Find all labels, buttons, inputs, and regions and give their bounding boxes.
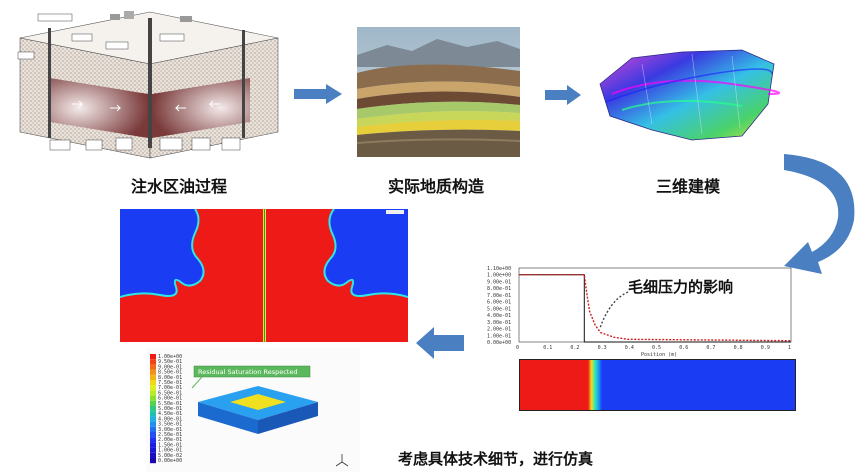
legend-value: 7.50e-01 xyxy=(158,380,182,386)
legend-value: 5.50e-01 xyxy=(158,401,182,407)
residual-label: Residual Saturation Respected xyxy=(198,368,297,376)
legend-swatch xyxy=(150,374,156,380)
residual-label-box xyxy=(193,365,311,378)
legend-value: 1.00e+00 xyxy=(158,354,182,360)
x-tick-label: 0.1 xyxy=(543,345,552,351)
legend-swatch xyxy=(150,447,156,453)
geology-photo xyxy=(357,27,520,157)
caption-actual-geology: 实际地质构造 xyxy=(388,177,485,196)
x-axis-label: Position (m) xyxy=(641,352,677,358)
x-tick-label: 0.9 xyxy=(761,345,770,351)
slab-side xyxy=(258,402,318,434)
legend-swatch xyxy=(150,458,156,464)
x-tick-label: 0.5 xyxy=(652,345,661,351)
legend-value: 7.00e-01 xyxy=(158,385,182,391)
legend-swatch xyxy=(150,437,156,443)
legend-value: 6.00e-01 xyxy=(158,396,182,402)
x-tick-label: 0.4 xyxy=(625,345,634,351)
x-tick-label: 0.2 xyxy=(570,345,579,351)
legend-value: 4.50e-01 xyxy=(158,411,182,417)
simulation-image xyxy=(119,208,409,342)
legend-value: 8.50e-01 xyxy=(158,370,182,376)
caption-consider-details: 考虑具体技术细节，进行仿真 xyxy=(398,450,594,468)
legend-value: 0.00e+00 xyxy=(158,458,182,464)
legend-swatch xyxy=(150,426,156,432)
legend-value: 3.50e-01 xyxy=(158,422,182,428)
y-tick-label: 4.00e-01 xyxy=(487,313,511,319)
legend-swatch xyxy=(150,452,156,458)
y-tick-label: 7.00e-01 xyxy=(487,293,511,299)
y-tick-label: 2.00e-01 xyxy=(487,327,511,333)
legend-swatch xyxy=(150,354,156,360)
legend-swatch xyxy=(150,400,156,406)
annotation-pointer-icon xyxy=(594,290,630,338)
y-tick-label: 1.00e+00 xyxy=(487,273,511,279)
caption-water-flooding: 注水区油过程 xyxy=(131,177,228,196)
legend-value: 2.00e-01 xyxy=(158,437,182,443)
x-tick-label: 0.6 xyxy=(679,345,688,351)
y-tick-label: 8.00e-01 xyxy=(487,286,511,292)
legend-value: 4.00e-01 xyxy=(158,416,182,422)
legend-swatch xyxy=(150,380,156,386)
slab-side xyxy=(198,402,258,434)
legend-swatch xyxy=(150,421,156,427)
axis-triad-icon xyxy=(335,454,349,467)
legend-swatch xyxy=(150,364,156,370)
y-tick-label: 1.00e-01 xyxy=(487,333,511,339)
legend-value: 1.50e-01 xyxy=(158,442,182,448)
residual-zone xyxy=(230,394,286,410)
legend-value: 3.00e-01 xyxy=(158,427,182,433)
x-tick-label: 0.7 xyxy=(706,345,715,351)
caption-3d-modeling: 三维建模 xyxy=(656,177,721,196)
legend-swatch xyxy=(150,369,156,375)
legend-swatch xyxy=(150,359,156,365)
legend-value: 2.50e-01 xyxy=(158,432,182,438)
legend-value: 9.00e-01 xyxy=(158,364,182,370)
legend-swatch xyxy=(150,390,156,396)
series-line xyxy=(519,274,792,342)
arrow-right-icon xyxy=(292,83,344,109)
3d-model-image xyxy=(592,44,781,144)
legend-value: 6.50e-01 xyxy=(158,390,182,396)
y-tick-label: 6.00e-01 xyxy=(487,300,511,306)
legend-swatch xyxy=(150,432,156,438)
legend-swatch xyxy=(150,395,156,401)
arrow-left-icon xyxy=(414,326,466,364)
saturation-bar xyxy=(519,359,796,411)
capillary-annotation: 毛细压力的影响 xyxy=(628,278,734,296)
legend-swatch xyxy=(150,416,156,422)
legend-value: 9.50e-01 xyxy=(158,359,182,365)
legend-value: 1.00e-01 xyxy=(158,448,182,454)
legend-swatch xyxy=(150,406,156,412)
legend-value: 5.00e-01 xyxy=(158,406,182,412)
label-pointer xyxy=(191,376,203,389)
x-tick-label: 1 xyxy=(788,345,791,351)
x-tick-label: 0.8 xyxy=(734,345,743,351)
legend-swatch xyxy=(150,385,156,391)
y-tick-label: 3.00e-01 xyxy=(487,320,511,326)
arrow-right-icon xyxy=(543,85,583,109)
y-tick-label: 1.10e+00 xyxy=(487,266,511,272)
legend-value: 5.00e-02 xyxy=(158,453,182,459)
legend-swatch xyxy=(150,442,156,448)
legend-swatch xyxy=(150,411,156,417)
water-flooding-diagram xyxy=(10,8,282,160)
legend-value: 8.00e-01 xyxy=(158,375,182,381)
y-tick-label: 0.00e+00 xyxy=(487,340,511,346)
curved-arrow-icon xyxy=(778,150,864,288)
x-tick-label: 0 xyxy=(516,345,519,351)
y-tick-label: 5.00e-01 xyxy=(487,306,511,312)
y-tick-label: 9.00e-01 xyxy=(487,279,511,285)
x-tick-label: 0.3 xyxy=(598,345,607,351)
